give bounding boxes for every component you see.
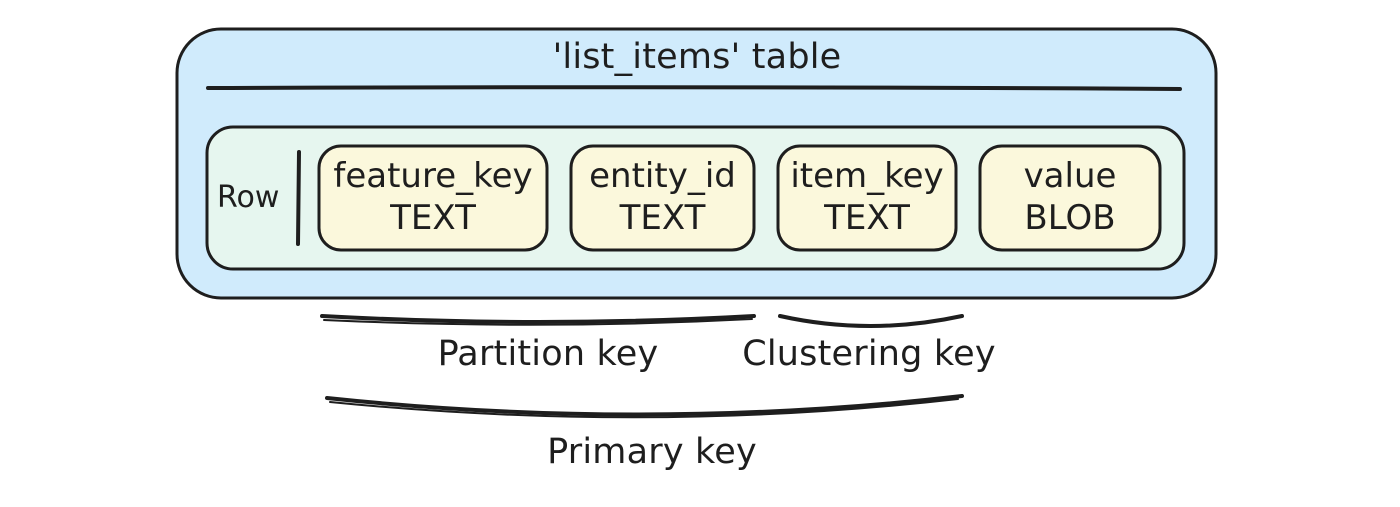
field-box-value	[978, 144, 1162, 252]
field-value: value BLOB	[980, 155, 1160, 239]
primary-key-brace-stroke	[329, 398, 959, 419]
field-box-entity-id	[569, 144, 756, 252]
clustering-key-brace	[778, 314, 964, 328]
row-label-divider	[296, 150, 301, 246]
field-type: TEXT	[619, 198, 706, 238]
primary-key-brace	[325, 394, 964, 417]
field-name: entity_id	[589, 156, 736, 196]
row-label: Row	[217, 180, 280, 215]
partition-key-brace	[320, 314, 756, 324]
field-box-feature-key	[317, 144, 549, 252]
field-name: item_key	[790, 156, 944, 196]
field-type: TEXT	[824, 198, 910, 238]
table-header-divider	[206, 85, 1182, 91]
field-type: BLOB	[1024, 198, 1116, 238]
table-title: 'list_items' table	[552, 37, 842, 77]
field-name: value	[1023, 156, 1117, 196]
partition-key-label: Partition key	[437, 334, 659, 374]
primary-key-label: Primary key	[547, 432, 757, 472]
field-feature-key: feature_key TEXT	[319, 155, 547, 239]
partition-key-brace-stroke	[323, 318, 753, 326]
clustering-key-label: Clustering key	[742, 334, 996, 374]
field-type: TEXT	[390, 198, 476, 238]
field-name: feature_key	[333, 156, 533, 196]
field-box-item-key	[776, 144, 958, 252]
field-item-key: item_key TEXT	[778, 155, 956, 239]
field-entity-id: entity_id TEXT	[571, 155, 754, 239]
